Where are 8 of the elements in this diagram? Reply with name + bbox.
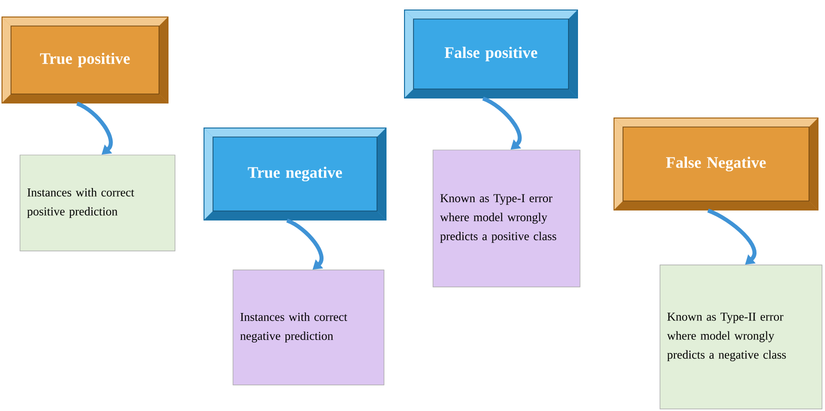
beveled-title-box: False positive [404, 10, 578, 98]
beveled-title-box: True positive [2, 16, 168, 104]
description-box: Instances with correct positive prediction [20, 154, 176, 252]
beveled-title-box: True negative [204, 127, 386, 220]
description-box: Instances with correct negative prediction [232, 270, 384, 386]
description-box: Known as Type-I error where model wrongly predicts a positive class [432, 150, 580, 288]
description-box: Known as Type-II error where model wrongly predicts a negative class [660, 264, 822, 410]
beveled-title-box: False Negative [614, 118, 818, 210]
